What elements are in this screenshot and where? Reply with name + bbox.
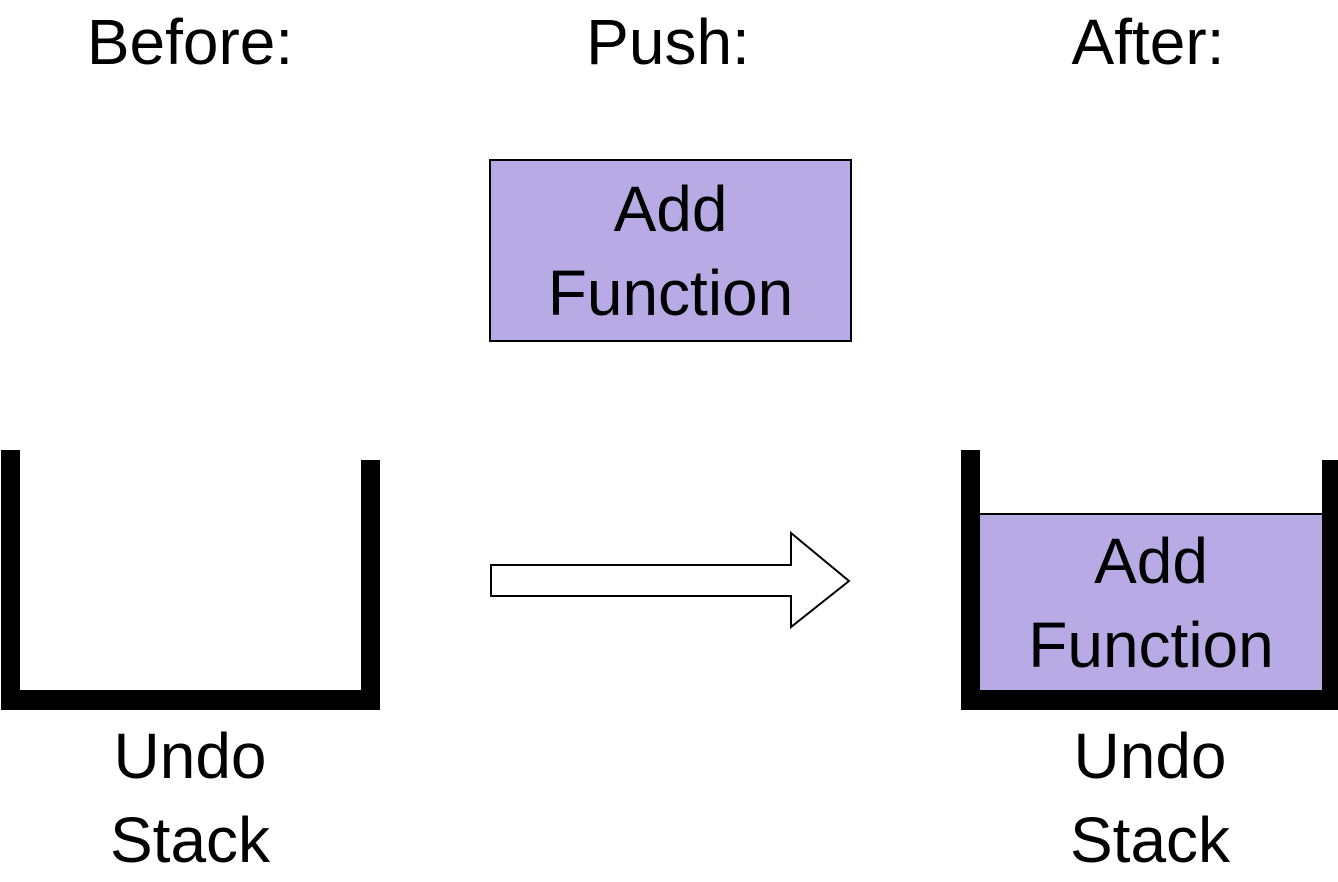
push-block-line2: Function xyxy=(547,256,794,329)
after-stack-right-wall xyxy=(1322,460,1338,710)
before-stack-left-wall xyxy=(1,450,20,710)
before-stack-label: Undo Stack xyxy=(40,714,340,882)
before-stack-bottom xyxy=(1,690,380,710)
before-stack-right-wall xyxy=(361,460,380,710)
heading-before: Before: xyxy=(86,6,294,78)
push-block-add-function: Add Function xyxy=(489,159,852,342)
heading-push: Push: xyxy=(586,6,750,78)
before-stack-label-line2: Stack xyxy=(109,804,271,876)
push-block-line1: Add xyxy=(613,172,728,245)
after-stack-left-wall xyxy=(961,450,980,710)
after-stack-label-line2: Stack xyxy=(1069,804,1231,876)
after-stack-bottom xyxy=(961,690,1338,710)
before-stack-label-line1: Undo xyxy=(113,720,267,792)
heading-after: After: xyxy=(1071,6,1225,78)
after-stack-label-line1: Undo xyxy=(1073,720,1227,792)
stacked-block-add-function: Add Function xyxy=(978,513,1324,692)
stacked-block-line1: Add xyxy=(1094,524,1208,597)
after-stack-label: Undo Stack xyxy=(1000,714,1300,882)
right-arrow-icon xyxy=(490,530,851,630)
stacked-block-line2: Function xyxy=(1028,608,1274,681)
